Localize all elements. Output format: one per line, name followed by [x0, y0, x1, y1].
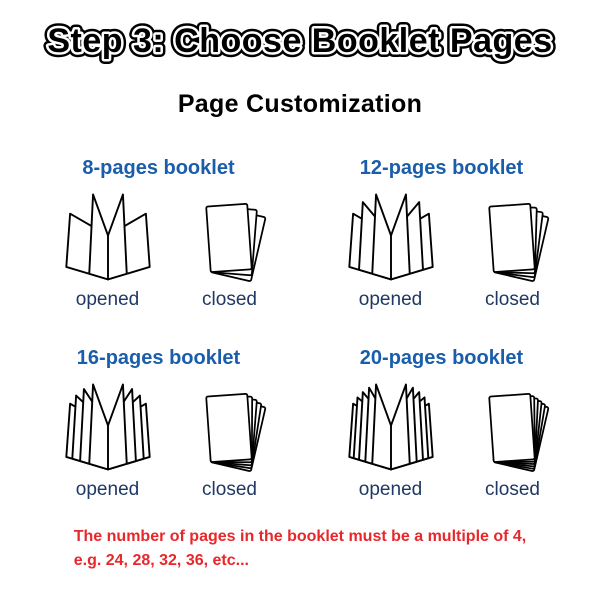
closed-book-icon	[470, 379, 556, 477]
opened-caption: opened	[75, 479, 140, 500]
page-customization-heading: Page Customization	[177, 90, 423, 118]
opened-book-icon	[45, 188, 171, 287]
option-8-pages: 8-pages booklet opened closed	[45, 157, 273, 311]
option-20-pages: 20-pages booklet opened closed	[328, 347, 556, 501]
note-line-2: e.g. 24, 28, 32, 36, etc...	[73, 552, 249, 569]
closed-book-figure: closed	[470, 379, 556, 501]
opened-book-figure: opened	[45, 188, 171, 311]
main-title-text: Step 3: Choose Booklet Pages	[47, 22, 552, 60]
main-title: Step 3: Choose Booklet Pages Step 3: Cho…	[42, 17, 557, 65]
closed-caption: closed	[202, 289, 257, 310]
opened-book-icon	[328, 188, 454, 287]
opened-caption: opened	[75, 289, 140, 310]
closed-book-icon	[187, 379, 273, 477]
opened-caption: opened	[358, 479, 423, 500]
opened-book-figure: opened	[45, 378, 171, 501]
closed-book-figure: closed	[470, 189, 556, 311]
option-title: 8-pages booklet	[82, 157, 235, 179]
instruction-page: Step 3: Choose Booklet Pages Step 3: Cho…	[0, 6, 600, 606]
opened-book-figure: opened	[328, 378, 454, 501]
opened-book-icon	[45, 378, 171, 477]
note-line-1: The number of pages in the booklet must …	[73, 528, 527, 545]
option-title: 12-pages booklet	[359, 157, 524, 179]
books-row: opened closed	[45, 378, 273, 501]
books-row: opened closed	[328, 378, 556, 501]
books-row: opened closed	[45, 188, 273, 311]
closed-caption: closed	[202, 479, 257, 500]
closed-book-icon	[187, 189, 273, 287]
option-12-pages: 12-pages booklet opened closed	[328, 157, 556, 311]
option-title: 16-pages booklet	[76, 347, 241, 369]
books-row: opened closed	[328, 188, 556, 311]
option-16-pages: 16-pages booklet opened closed	[45, 347, 273, 501]
opened-caption: opened	[358, 289, 423, 310]
closed-caption: closed	[485, 289, 540, 310]
multiple-of-four-note: The number of pages in the booklet must …	[74, 525, 527, 573]
booklet-options-grid: 8-pages booklet opened closed 12-pages b…	[17, 157, 583, 501]
option-title: 20-pages booklet	[359, 347, 524, 369]
closed-caption: closed	[485, 479, 540, 500]
closed-book-figure: closed	[187, 189, 273, 311]
main-title-outline: Step 3: Choose Booklet Pages	[47, 22, 552, 60]
opened-book-icon	[328, 378, 454, 477]
opened-book-figure: opened	[328, 188, 454, 311]
closed-book-figure: closed	[187, 379, 273, 501]
closed-book-icon	[470, 189, 556, 287]
